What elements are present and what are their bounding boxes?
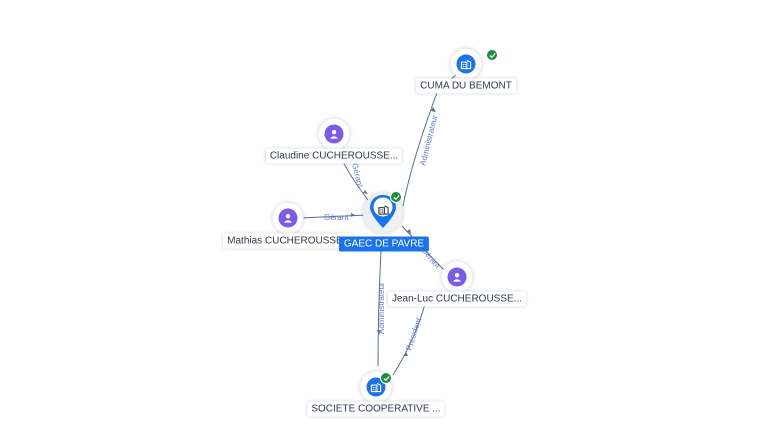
edge-jeanluc-societe: Président [392, 303, 426, 376]
node-label-mathias[interactable]: Mathias CUCHEROUSSET [223, 233, 353, 249]
edge-gaec-societe: Administrateur [377, 249, 386, 367]
edge-label-gaec-societe: Administrateur [377, 282, 386, 334]
verified-check-icon [390, 191, 402, 203]
edge-mathias-gaec: Gérant [299, 213, 368, 222]
edge-label-claudine-gaec: Gérant [350, 162, 365, 189]
building-icon [378, 202, 389, 220]
node-label-claudine[interactable]: Claudine CUCHEROUSSE... [265, 148, 403, 164]
person-icon [324, 124, 344, 144]
verified-check-icon [380, 372, 392, 384]
node-label-cuma[interactable]: CUMA DU BEMONT [416, 78, 516, 94]
node-gaec-main[interactable] [362, 191, 404, 234]
person-icon [278, 208, 298, 228]
edge-label-gaec-cuma: Administrateur [418, 114, 439, 167]
edge-label-jeanluc-societe: Président [404, 316, 423, 352]
building-icon [366, 377, 386, 397]
person-icon [447, 267, 467, 287]
verified-check-icon [486, 49, 498, 61]
node-label-jeanluc[interactable]: Jean-Luc CUCHEROUSSE... [387, 291, 527, 307]
building-icon [456, 54, 476, 74]
node-label-societe[interactable]: SOCIETE COOPERATIVE ... [307, 401, 445, 417]
edge-label-mathias-gaec: Gérant [324, 213, 349, 222]
node-label-gaec[interactable]: GAEC DE PAVRE [338, 236, 430, 252]
